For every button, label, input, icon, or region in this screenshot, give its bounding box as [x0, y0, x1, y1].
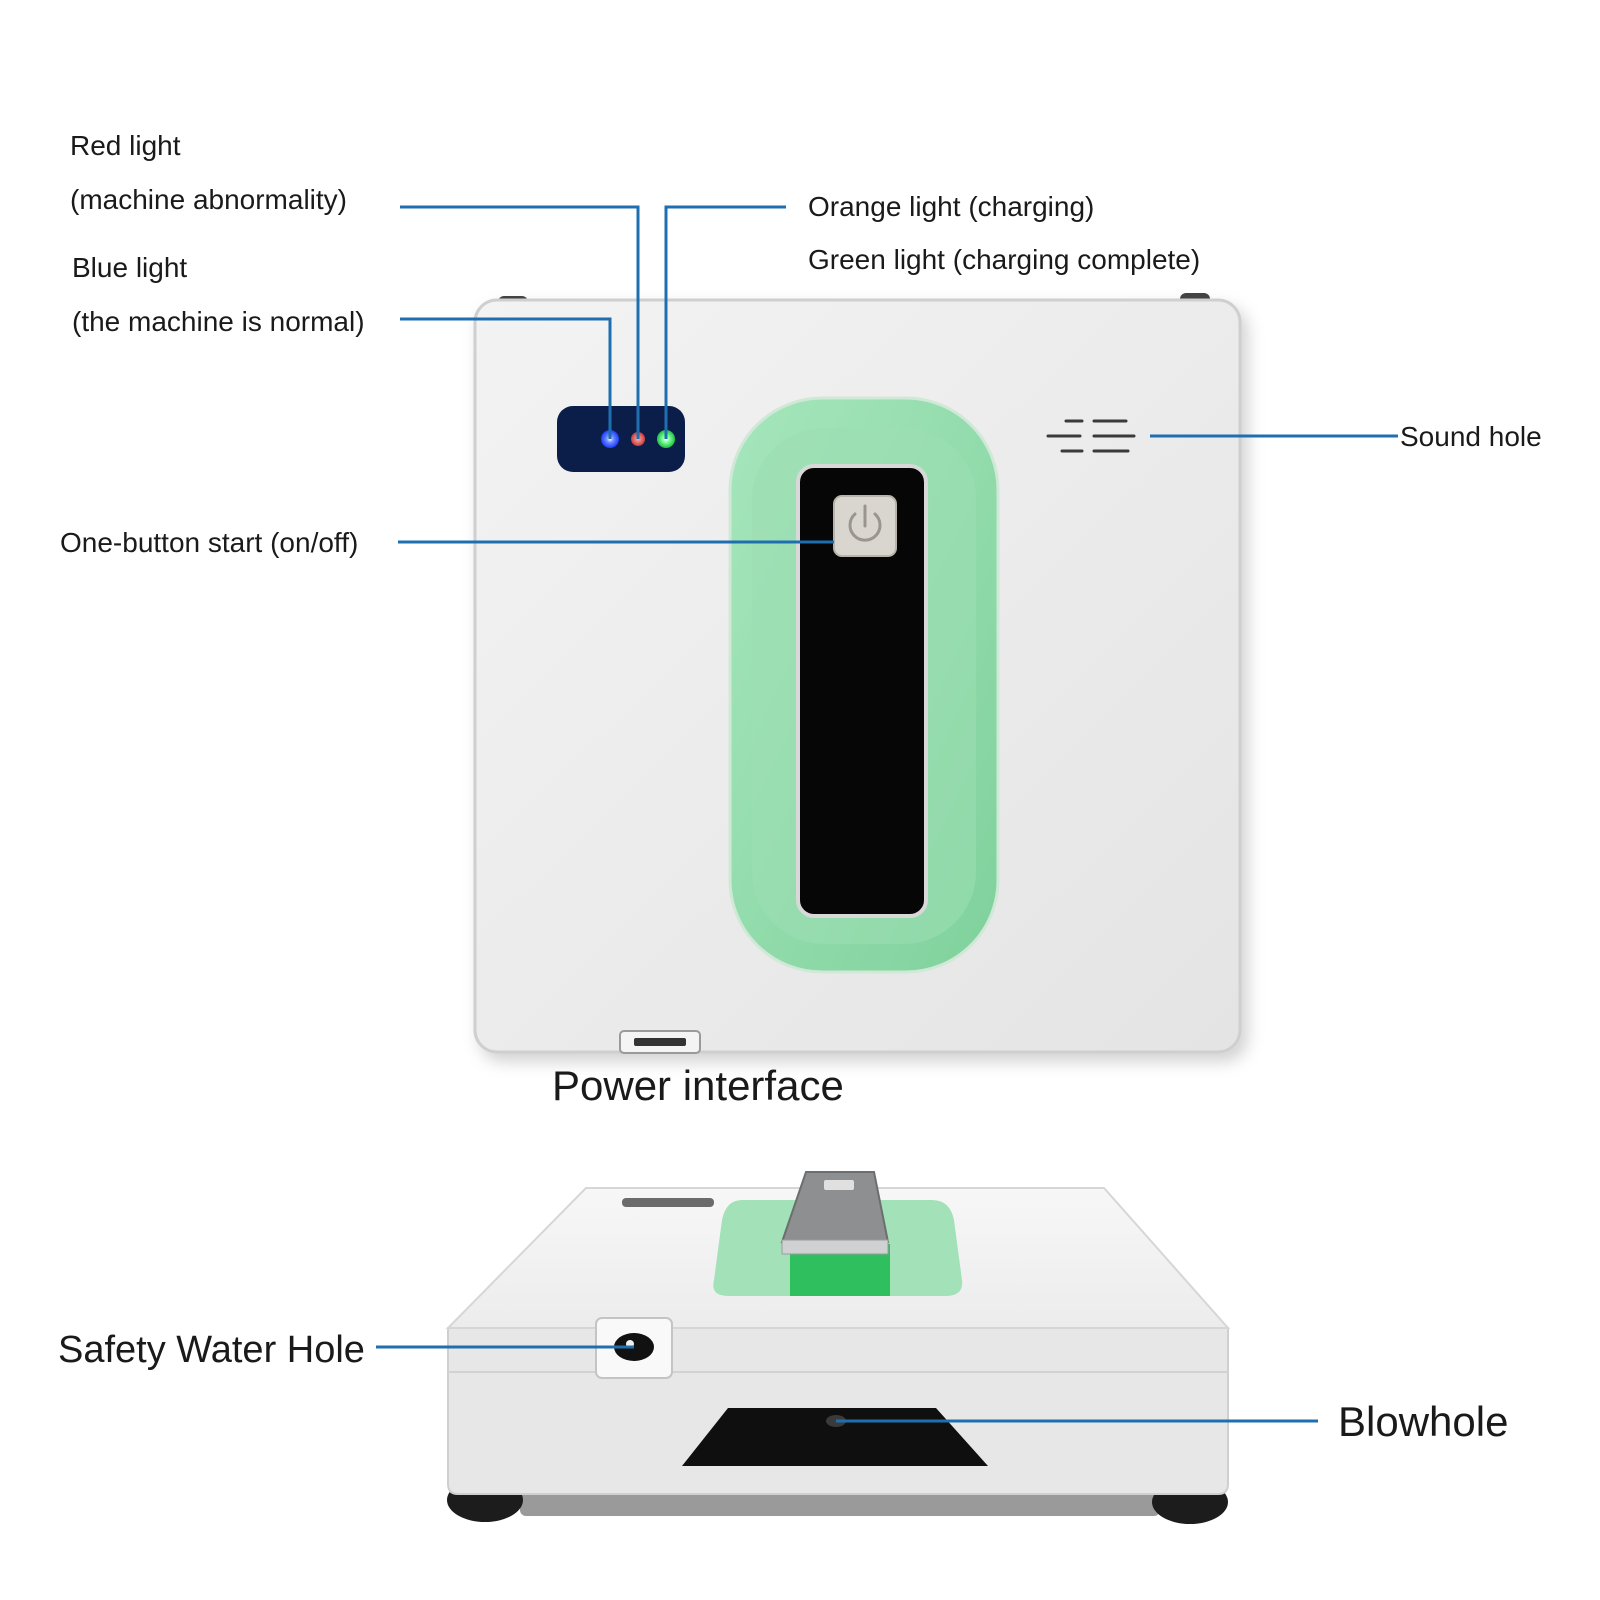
blue-light-label: Blue light — [72, 252, 187, 283]
device-front-view — [473, 293, 1242, 1054]
sound-hole-label: Sound hole — [1400, 421, 1542, 452]
blowhole-label: Blowhole — [1338, 1398, 1508, 1445]
power-button[interactable] — [833, 495, 897, 557]
orange-light-label: Orange light (charging) — [808, 191, 1094, 222]
leader-lines — [376, 205, 1398, 1423]
green-light-label: Green light (charging complete) — [808, 244, 1200, 275]
red-light-label: Red light — [70, 130, 181, 161]
labels: Red light (machine abnormality) Blue lig… — [58, 130, 1542, 1445]
leader-red-light — [400, 205, 640, 439]
safety-water-hole-label: Safety Water Hole — [58, 1329, 365, 1371]
indicator-panel — [557, 406, 685, 472]
power-interface-slot — [634, 1038, 686, 1046]
power-interface-label: Power interface — [552, 1062, 844, 1109]
one-button-label: One-button start (on/off) — [60, 527, 358, 558]
leader-orange-light — [664, 205, 786, 439]
power-icon — [848, 504, 882, 542]
handle-grip — [796, 464, 928, 918]
blue-light-desc: (the machine is normal) — [72, 306, 365, 337]
sound-hole-icon — [1046, 419, 1136, 453]
indicator-strip — [622, 1198, 714, 1207]
leader-blue-light — [400, 317, 612, 439]
device-side-view — [445, 1171, 1231, 1524]
red-light-desc: (machine abnormality) — [70, 184, 347, 215]
